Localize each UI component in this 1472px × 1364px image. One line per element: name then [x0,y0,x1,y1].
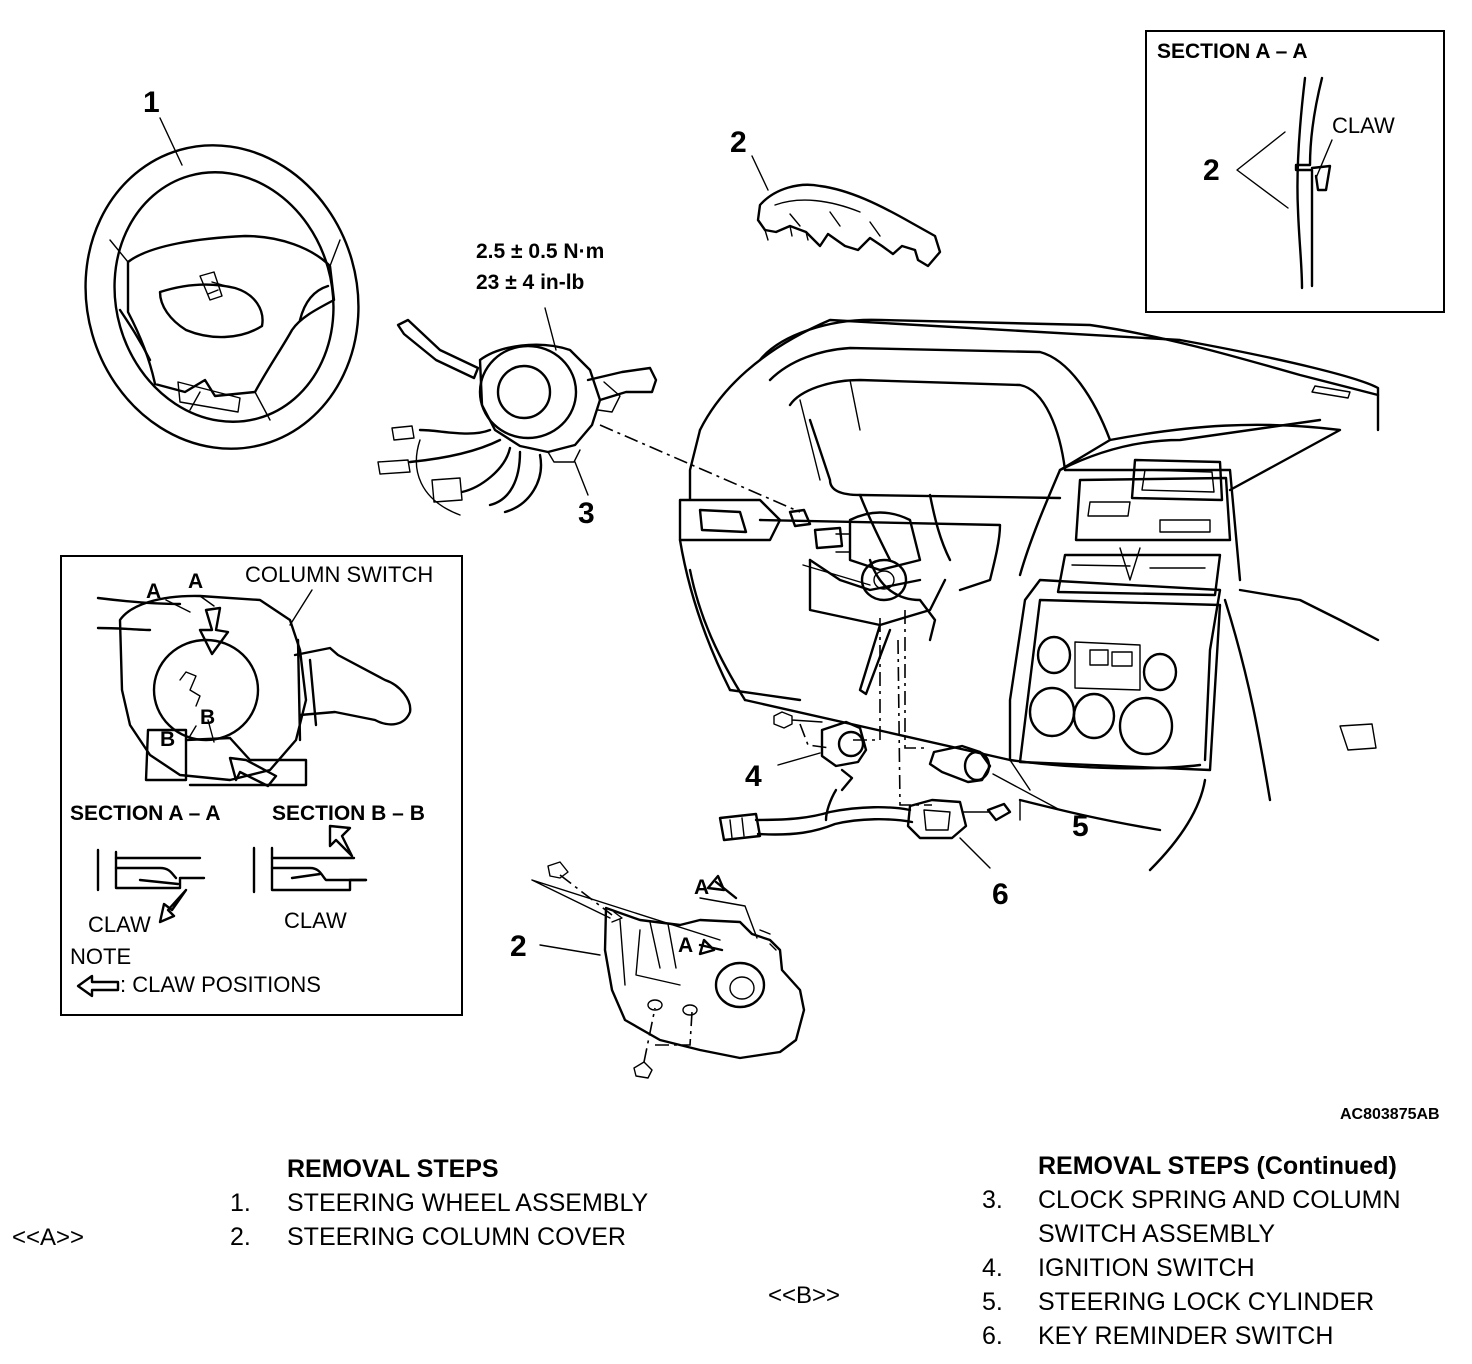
inset-claw-left-label: CLAW [88,912,151,937]
removal-steps-continued-title: REMOVAL STEPS (Continued) [1038,1152,1397,1180]
callout-key-reminder: 6 [992,878,1009,911]
callout-column-switch: 3 [578,497,595,530]
removal-step-5: 5. STEERING LOCK CYLINDER [982,1288,1375,1316]
section-aa-box-title: SECTION A – A [1157,40,1308,63]
inset-column-switch-label: COLUMN SWITCH [245,562,433,587]
removal-steps-title: REMOVAL STEPS [287,1155,499,1183]
lower-column-cover-drawing [531,861,806,1079]
removal-step-2: 2. STEERING COLUMN COVER [230,1223,626,1251]
inset-section-aa-title: SECTION A – A [70,802,221,825]
instrument-panel-drawing [599,318,1380,872]
section-aa-detail-drawing [1236,76,1333,290]
callout-ignition-switch: 4 [745,760,762,793]
lower-cover-marker-lower: A [678,934,693,957]
section-aa-claw-label: CLAW [1332,113,1395,138]
removal-step-6: 6. KEY REMINDER SWITCH [982,1322,1334,1350]
section-aa-box: SECTION A – A [1145,30,1445,313]
torque-imperial: 23 ± 4 in-lb [476,271,584,294]
callout-lower-cover: 2 [510,930,527,963]
service-note-tag-b: <<B>> [768,1282,841,1309]
figure-id: AC803875AB [1340,1106,1440,1123]
steering-wheel-drawing [84,144,360,450]
callout-upper-cover: 2 [730,126,747,159]
callout-lock-cylinder: 5 [1072,810,1089,843]
inset-section-bb-title: SECTION B – B [272,802,425,825]
upper-column-cover-drawing [756,183,942,268]
inset-marker-b-lower: B [160,728,175,751]
removal-steps-left: REMOVAL STEPS 1. STEERING WHEEL ASSEMBLY… [230,1152,710,1254]
callout-section-cover: 2 [1203,154,1220,187]
callout-steering-wheel: 1 [143,86,160,119]
ignition-parts-drawing [718,610,1012,842]
removal-step-1: 1. STEERING WHEEL ASSEMBLY [230,1189,649,1217]
torque-metric: 2.5 ± 0.5 N·m [476,240,604,263]
removal-step-3: 3. CLOCK SPRING AND COLUMN [982,1186,1401,1214]
removal-steps-right: REMOVAL STEPS (Continued) 3. CLOCK SPRIN… [982,1149,1462,1353]
removal-step-3-continued: SWITCH ASSEMBLY [1038,1220,1276,1248]
inset-claw-positions-legend: : CLAW POSITIONS [120,972,321,997]
inset-claw-right-label: CLAW [284,908,347,933]
claw-inset-drawing [76,589,412,998]
inset-marker-a-right: A [188,570,203,593]
lower-cover-marker-upper: A [694,876,709,899]
service-note-tag-a: <<A>> [12,1224,85,1251]
removal-step-4: 4. IGNITION SWITCH [982,1254,1255,1282]
column-switch-drawing [377,318,658,516]
claw-detail-inset-box [60,555,463,1016]
inset-marker-a-left: A [146,580,161,603]
inset-marker-b-upper: B [200,706,215,729]
inset-note-label: NOTE [70,944,131,969]
